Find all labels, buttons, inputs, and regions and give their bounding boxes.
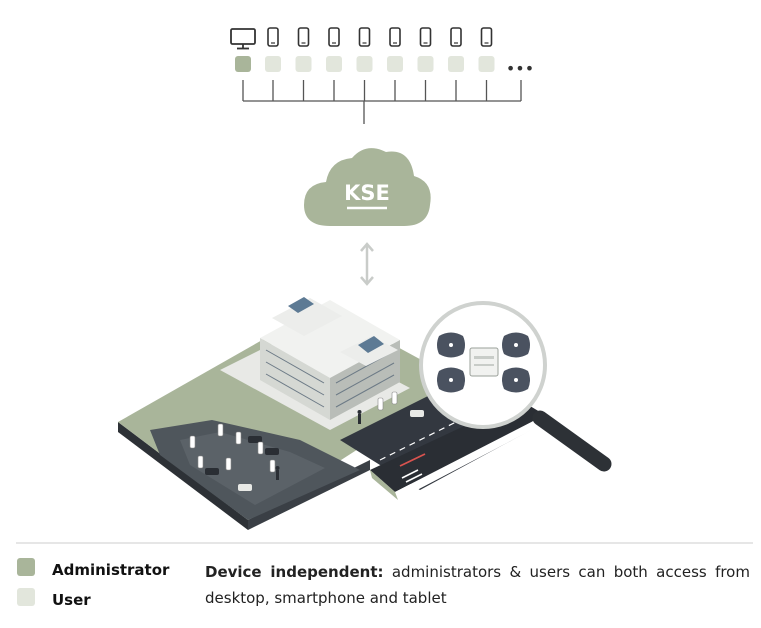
- parking-sensor-icons: [437, 332, 530, 393]
- more-devices-ellipsis: •••: [506, 59, 534, 78]
- user-square: [295, 56, 312, 72]
- user-square: [326, 56, 342, 72]
- user-square: [417, 56, 434, 72]
- user-swatch: [17, 588, 35, 606]
- description-text: Device independent: administrators & use…: [205, 559, 750, 611]
- people-figures: [275, 410, 362, 480]
- description-body: administrators & users can both access f…: [205, 563, 750, 607]
- sensor-light: [449, 378, 453, 382]
- kse-cloud: KSE: [304, 148, 431, 226]
- smartphone-icon: [389, 27, 401, 47]
- sensor-light: [449, 343, 453, 347]
- description-heading: Device independent:: [205, 563, 384, 581]
- smartphone-icon: [419, 27, 432, 47]
- desktop-monitor-icon: [230, 28, 256, 50]
- user-square: [265, 56, 281, 72]
- administrator-swatch: [17, 558, 35, 576]
- magnifier-sensor-zoom: [419, 301, 612, 472]
- smartphone-icon: [267, 27, 279, 47]
- device-icons: [230, 27, 493, 50]
- cloud-label: KSE: [344, 181, 390, 205]
- parked-cars: [205, 410, 424, 491]
- smartphone-icons: [267, 27, 493, 47]
- smartphone-icon: [358, 27, 371, 47]
- charging-stations: [189, 391, 398, 473]
- gateway-device-icon: [469, 347, 499, 377]
- user-label: User: [52, 591, 91, 609]
- device-connector-lines: [242, 80, 522, 124]
- user-square: [448, 56, 464, 72]
- administrator-label: Administrator: [52, 561, 170, 579]
- bidirectional-arrow-icon: [360, 242, 374, 286]
- smartphone-icon: [480, 27, 493, 47]
- user-squares: [235, 56, 495, 72]
- user-square: [356, 56, 373, 72]
- user-square: [478, 56, 495, 72]
- smartphone-icon: [297, 27, 310, 47]
- smartphone-icon: [450, 27, 462, 47]
- administrator-square: [235, 56, 251, 72]
- sensor-light: [514, 378, 518, 382]
- user-square: [387, 56, 403, 72]
- sensor-light: [514, 343, 518, 347]
- smartphone-icon: [328, 27, 340, 47]
- office-building: [260, 297, 400, 420]
